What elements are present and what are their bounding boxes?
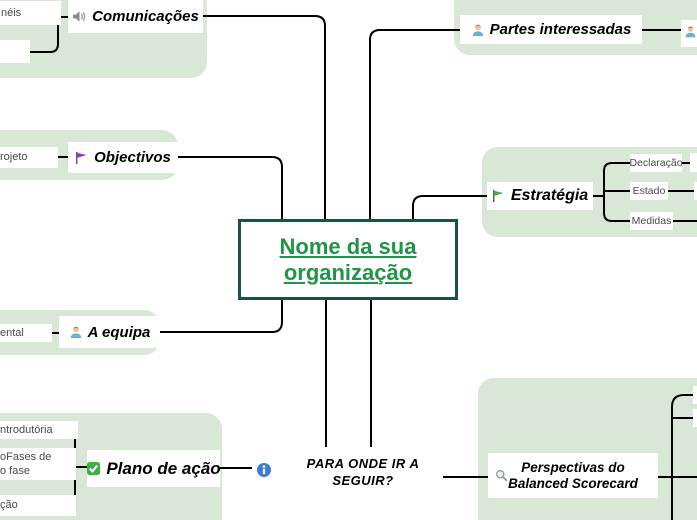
topic-para-onde-line2: SEGUIR?: [332, 473, 394, 488]
clipped-label: rojeto: [0, 151, 28, 163]
clipped-node-right[interactable]: [693, 409, 697, 427]
speaker-icon: [72, 9, 87, 24]
subtopic-declaracao-label: Declaração: [629, 157, 683, 169]
subtopic-estado[interactable]: Estado: [630, 182, 668, 200]
clipped-label: néis: [1, 7, 22, 19]
clipped-node-projeto[interactable]: rojeto: [0, 147, 58, 168]
clipped-node-person[interactable]: [681, 20, 697, 47]
green-flag-icon: [492, 189, 506, 203]
person-icon: [471, 23, 485, 37]
topic-perspectivas-line2: Balanced Scorecard: [508, 475, 638, 491]
info-icon[interactable]: [256, 462, 272, 483]
subtopic-estado-label: Estado: [632, 185, 666, 197]
topic-comunicacoes-label: Comunicações: [92, 8, 199, 25]
clipped-node-blank[interactable]: [0, 40, 30, 63]
topic-objectivos[interactable]: Objectivos: [68, 142, 178, 173]
clipped-node-right[interactable]: [694, 182, 697, 200]
topic-equipa-label: A equipa: [87, 323, 151, 341]
topic-partes-interessadas[interactable]: Partes interessadas: [460, 15, 642, 44]
topic-perspectivas-bsc[interactable]: Perspectivas do Balanced Scorecard: [488, 453, 658, 498]
check-icon: [86, 461, 101, 476]
clipped-label: ção: [0, 499, 18, 511]
clipped-label: ntrodutória: [0, 424, 53, 436]
clipped-node-cao[interactable]: ção: [0, 495, 76, 516]
purple-flag-icon: [75, 151, 89, 165]
topic-estrategia[interactable]: Estratégia: [487, 182, 593, 210]
central-topic-organizacao[interactable]: Nome da sua organização: [238, 219, 458, 300]
clipped-node-right[interactable]: [690, 153, 697, 172]
central-topic-line1: Nome da sua: [279, 233, 417, 259]
topic-perspectivas-line1: Perspectivas do: [521, 459, 625, 475]
clipped-node-introdutoria[interactable]: ntrodutória: [0, 421, 78, 439]
clipped-label: ental: [0, 327, 24, 339]
topic-equipa[interactable]: A equipa: [59, 316, 160, 348]
clipped-node-right[interactable]: [693, 386, 697, 404]
topic-partes-label: Partes interessadas: [489, 21, 632, 38]
topic-para-onde-ir[interactable]: PARA ONDE IR A SEGUIR?: [283, 451, 443, 493]
clipped-node-fases[interactable]: oFases de o fase: [0, 448, 76, 480]
clipped-label: oFases de: [0, 451, 52, 463]
topic-para-onde-line1: PARA ONDE IR A: [306, 456, 420, 471]
clipped-label: o fase: [0, 465, 30, 477]
topic-plano-label: Plano de ação: [106, 458, 221, 478]
person-icon: [69, 325, 83, 339]
person-icon: [684, 25, 697, 43]
clipped-node-departamental[interactable]: ental: [0, 324, 52, 342]
subtopic-declaracao[interactable]: Declaração: [629, 154, 683, 172]
magnifier-icon: [495, 469, 508, 487]
clipped-node-paineis[interactable]: néis: [0, 1, 61, 25]
subtopic-medidas-label: Medidas: [631, 215, 672, 227]
subtopic-medidas[interactable]: Medidas: [630, 212, 673, 230]
topic-comunicacoes[interactable]: Comunicações: [68, 0, 203, 33]
central-topic-line2: organização: [283, 259, 413, 285]
topic-plano-de-acao[interactable]: Plano de ação: [86, 450, 221, 487]
topic-estrategia-label: Estratégia: [510, 187, 589, 204]
topic-objectivos-label: Objectivos: [94, 149, 171, 166]
